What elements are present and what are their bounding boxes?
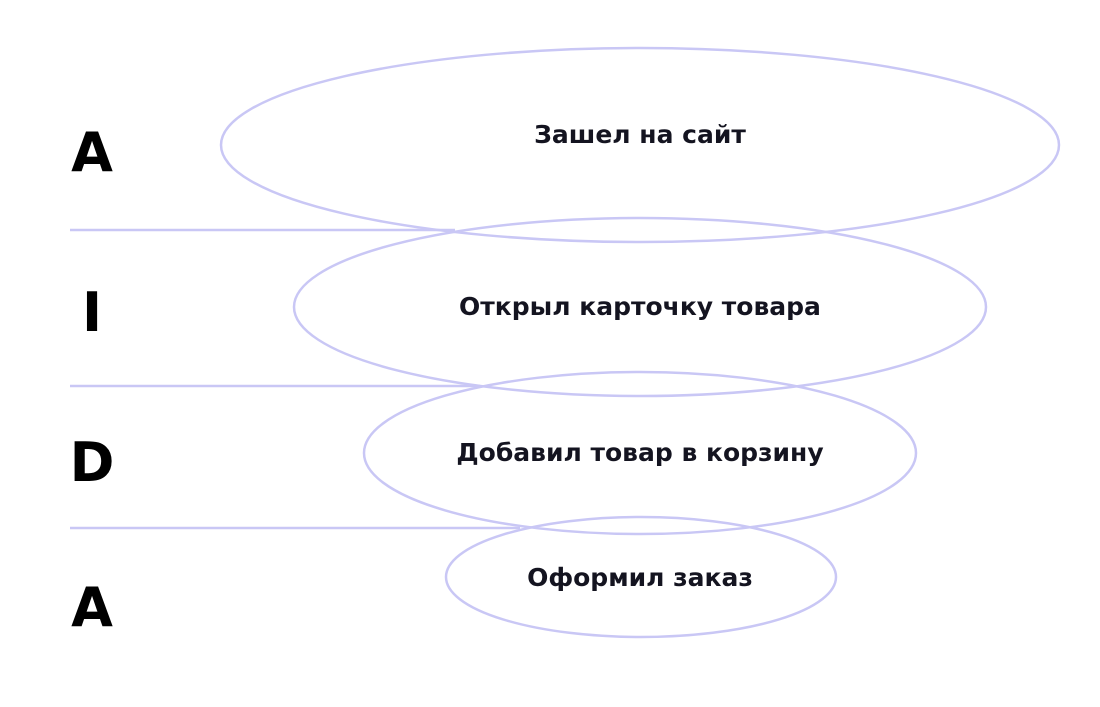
funnel-ellipse-desire (362, 370, 918, 536)
stage-letter-action: A (71, 576, 113, 639)
stage-letter-desire: D (69, 431, 115, 494)
stage-letter-attention: A (71, 121, 113, 184)
stage-label-desire: Добавил товар в корзину (456, 438, 824, 467)
funnel-ellipse-interest (292, 216, 988, 398)
stage-label-attention: Зашел на сайт (534, 120, 746, 149)
stage-label-interest: Открыл карточку товара (459, 292, 821, 321)
funnel-ellipse-attention (219, 46, 1061, 244)
stage-letter-interest: I (81, 281, 103, 344)
funnel-ellipse-action (444, 515, 838, 639)
stage-label-action: Оформил заказ (527, 563, 753, 592)
